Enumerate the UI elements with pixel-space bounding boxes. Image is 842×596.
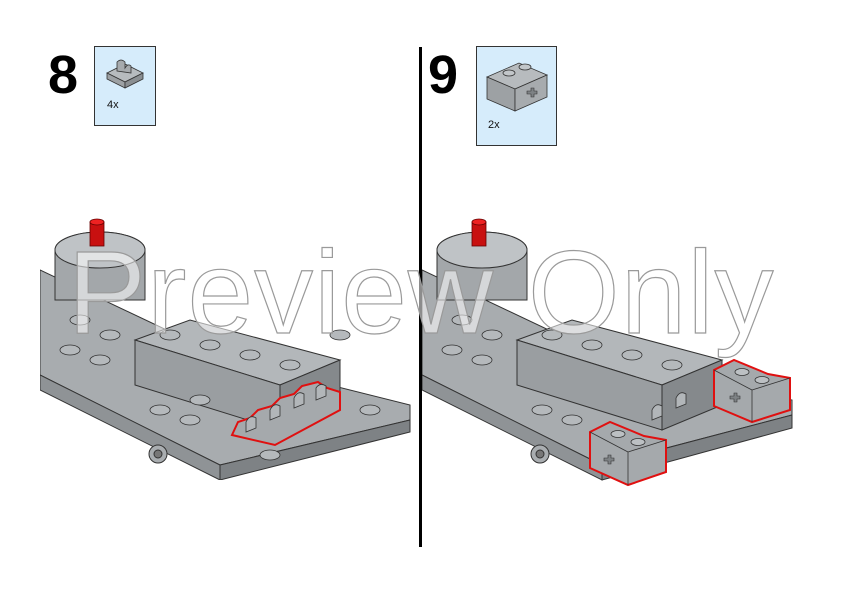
part-quantity: 4x (107, 99, 119, 111)
parts-callout: 2x (476, 46, 557, 146)
step-divider (419, 47, 422, 547)
step-8-assembly-illustration (40, 218, 411, 480)
tile-clip-part-icon (106, 59, 144, 89)
new-part-highlight (589, 358, 791, 487)
part-quantity: 2x (488, 119, 500, 131)
step-number: 8 (48, 45, 79, 105)
new-part-highlight (230, 380, 341, 447)
step-number: 9 (428, 45, 459, 105)
technic-brick-part-icon (485, 62, 549, 112)
parts-callout: 4x (94, 46, 156, 126)
step-9-assembly-illustration (422, 218, 793, 487)
